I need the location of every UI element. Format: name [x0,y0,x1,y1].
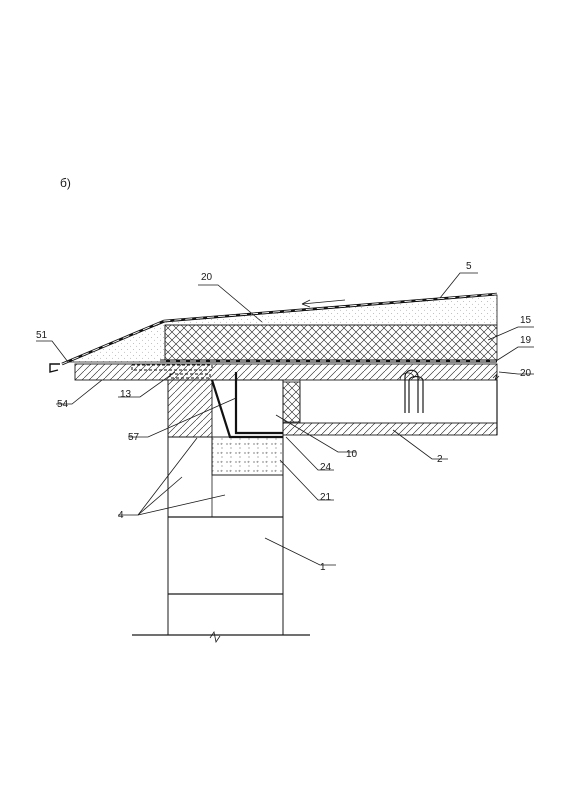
callout-57: 57 [128,432,140,443]
lifting-loop [399,369,424,413]
callout-4: 4 [118,510,124,521]
steel-angle [210,379,283,439]
leader-lines [36,272,534,566]
callout-19: 19 [520,335,532,346]
callout-1: 1 [320,562,326,573]
callout-54: 54 [57,399,69,410]
callout-5: 5 [466,261,472,272]
callout-20-top: 20 [201,272,213,283]
subfigure-label: б) [60,176,71,190]
wall-top-block [167,379,213,438]
callout-51: 51 [36,330,48,341]
callout-10: 10 [346,449,358,460]
drip-edge [49,363,60,373]
callout-13: 13 [120,389,132,400]
callout-2: 2 [437,454,443,465]
slope-arrow [301,299,346,308]
top-slab [74,363,498,381]
callout-21: 21 [320,492,332,503]
concrete-ring-beam [211,436,284,476]
anchor-strip [131,364,213,371]
callout-15: 15 [520,315,532,326]
insulation-layer [164,324,498,361]
callout-20-right: 20 [520,368,532,379]
callout-24: 24 [320,462,332,473]
